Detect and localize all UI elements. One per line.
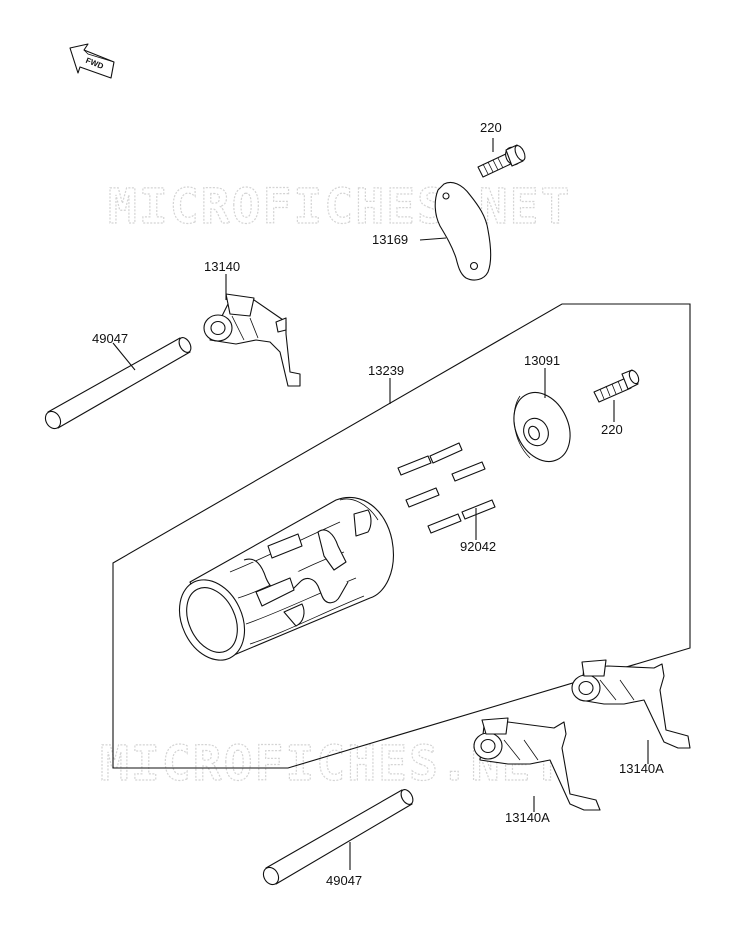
label-bolt-top: 220 [480, 120, 502, 135]
drum-holder [513, 392, 571, 462]
shift-fork-left [203, 293, 301, 387]
label-drum-assy: 13239 [368, 363, 404, 378]
bolt-right [593, 369, 640, 403]
label-plate: 13169 [372, 232, 408, 247]
label-fork-right-lower: 13140A [505, 810, 550, 825]
fwd-arrow-icon: FWD [69, 43, 115, 79]
shaft-upper [44, 337, 192, 430]
label-holder: 13091 [524, 353, 560, 368]
label-pins: 92042 [460, 539, 496, 554]
label-shaft-upper: 49047 [92, 331, 128, 346]
label-fork-left: 13140 [204, 259, 240, 274]
label-fork-right-upper: 13140A [619, 761, 664, 776]
bolt-top [477, 144, 526, 178]
label-bolt-right: 220 [601, 422, 623, 437]
drum-assembly-outline [112, 303, 691, 769]
shift-fork-right-upper [571, 659, 691, 749]
pins [397, 442, 496, 534]
label-shaft-lower: 49047 [326, 873, 362, 888]
watermark-top: MICROFICHES.NET [108, 179, 571, 235]
shaft-lower [262, 789, 414, 886]
plate [434, 181, 492, 281]
shift-drum [178, 496, 394, 661]
shift-fork-right-lower [473, 717, 601, 811]
